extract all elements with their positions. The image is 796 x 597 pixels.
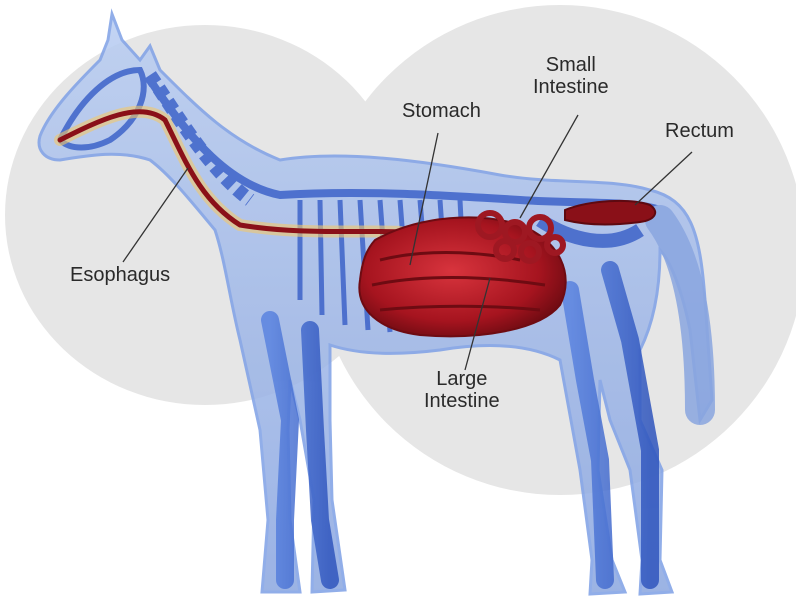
label-rectum: Rectum [665,120,734,142]
label-esophagus-text: Esophagus [70,264,170,286]
label-rectum-text: Rectum [665,120,734,142]
label-large-intestine-line2: Intestine [424,390,500,412]
label-small-intestine-line1: Small [533,54,609,76]
label-small-intestine-line2: Intestine [533,76,609,98]
label-stomach: Stomach [402,100,481,122]
label-large-intestine: Large Intestine [424,368,500,412]
label-esophagus: Esophagus [70,264,170,286]
label-stomach-text: Stomach [402,100,481,122]
label-small-intestine: Small Intestine [533,54,609,98]
label-large-intestine-line1: Large [424,368,500,390]
